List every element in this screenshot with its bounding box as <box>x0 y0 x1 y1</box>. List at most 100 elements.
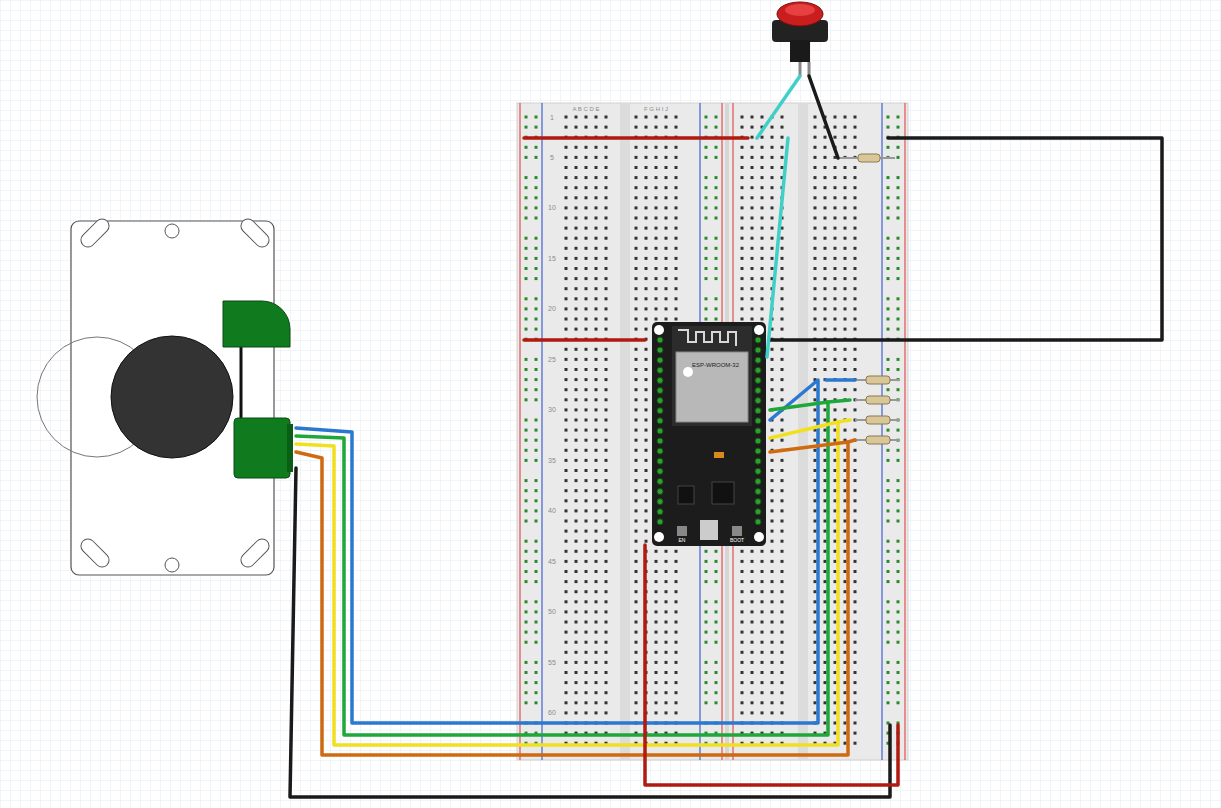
breadboard-hole <box>814 520 817 523</box>
breadboard-hole <box>635 570 638 573</box>
breadboard-hole <box>844 358 847 361</box>
rail-hole <box>525 318 528 321</box>
breadboard-hole <box>655 227 658 230</box>
breadboard-hole <box>575 237 578 240</box>
rail-hole <box>887 116 890 119</box>
breadboard-hole <box>834 469 837 472</box>
breadboard-hole <box>585 146 588 149</box>
breadboard-hole <box>665 196 668 199</box>
breadboard-hole <box>844 368 847 371</box>
breadboard-hole <box>771 348 774 351</box>
breadboard-hole <box>605 580 608 583</box>
rail-hole <box>535 398 538 401</box>
breadboard-hole <box>655 681 658 684</box>
breadboard-hole <box>814 631 817 634</box>
pin <box>657 337 663 343</box>
breadboard-hole <box>645 206 648 209</box>
rail-hole <box>535 196 538 199</box>
breadboard-hole <box>751 701 754 704</box>
rail-hole <box>897 176 900 179</box>
breadboard-hole <box>854 661 857 664</box>
breadboard-hole <box>595 439 598 442</box>
breadboard-hole <box>635 156 638 159</box>
rail-hole <box>715 681 718 684</box>
breadboard-hole <box>605 408 608 411</box>
rail-hole <box>897 560 900 563</box>
breadboard-hole <box>824 711 827 714</box>
rail-hole <box>715 570 718 573</box>
breadboard-hole <box>771 590 774 593</box>
breadboard-hole <box>771 540 774 543</box>
breadboard-hole <box>824 206 827 209</box>
pin <box>657 509 663 515</box>
breadboard-hole <box>834 661 837 664</box>
breadboard-hole <box>635 227 638 230</box>
pin <box>657 478 663 484</box>
breadboard-hole <box>635 661 638 664</box>
breadboard-hole <box>655 186 658 189</box>
breadboard-hole <box>675 176 678 179</box>
breadboard-hole <box>854 499 857 502</box>
breadboard-hole <box>645 388 648 391</box>
rail-hole <box>897 358 900 361</box>
joystick-lead <box>240 340 243 425</box>
breadboard-hole <box>575 610 578 613</box>
row-number: 20 <box>548 305 556 312</box>
rail-hole <box>887 459 890 462</box>
breadboard-hole <box>824 600 827 603</box>
breadboard-hole <box>741 156 744 159</box>
breadboard-hole <box>565 217 568 220</box>
breadboard-hole <box>605 348 608 351</box>
rail-line-blue <box>881 103 882 760</box>
breadboard-hole <box>585 186 588 189</box>
breadboard-hole <box>844 661 847 664</box>
rail-hole <box>887 661 890 664</box>
breadboard-hole <box>834 257 837 260</box>
breadboard-hole <box>675 126 678 129</box>
breadboard-hole <box>605 368 608 371</box>
breadboard-hole <box>781 509 784 512</box>
breadboard-hole <box>585 530 588 533</box>
breadboard-hole <box>751 247 754 250</box>
breadboard-hole <box>814 560 817 563</box>
breadboard-hole <box>645 116 648 119</box>
breadboard-hole <box>751 287 754 290</box>
breadboard-hole <box>771 267 774 270</box>
breadboard-hole <box>675 156 678 159</box>
breadboard-hole <box>565 530 568 533</box>
rail-hole <box>535 429 538 432</box>
rail-hole <box>525 540 528 543</box>
breadboard-hole <box>665 257 668 260</box>
breadboard-hole <box>675 681 678 684</box>
breadboard-hole <box>771 247 774 250</box>
breadboard-hole <box>844 227 847 230</box>
breadboard-hole <box>635 560 638 563</box>
breadboard-hole <box>645 328 648 331</box>
breadboard-hole <box>635 580 638 583</box>
rail-hole <box>887 297 890 300</box>
breadboard-hole <box>834 621 837 624</box>
breadboard-hole <box>565 691 568 694</box>
breadboard-hole <box>585 348 588 351</box>
breadboard-hole <box>605 590 608 593</box>
breadboard-hole <box>854 530 857 533</box>
pin <box>657 428 663 434</box>
breadboard-hole <box>635 217 638 220</box>
breadboard-hole <box>751 136 754 139</box>
breadboard-hole <box>645 176 648 179</box>
breadboard-hole <box>675 297 678 300</box>
breadboard-hole <box>655 237 658 240</box>
breadboard-hole <box>814 146 817 149</box>
breadboard-hole <box>565 711 568 714</box>
breadboard-hole <box>834 217 837 220</box>
breadboard-hole <box>844 610 847 613</box>
breadboard-hole <box>751 227 754 230</box>
breadboard-hole <box>771 621 774 624</box>
breadboard-hole <box>781 368 784 371</box>
breadboard-hole <box>771 429 774 432</box>
breadboard-hole <box>741 610 744 613</box>
breadboard-hole <box>665 247 668 250</box>
breadboard-hole <box>655 691 658 694</box>
breadboard-hole <box>824 610 827 613</box>
breadboard-hole <box>605 146 608 149</box>
